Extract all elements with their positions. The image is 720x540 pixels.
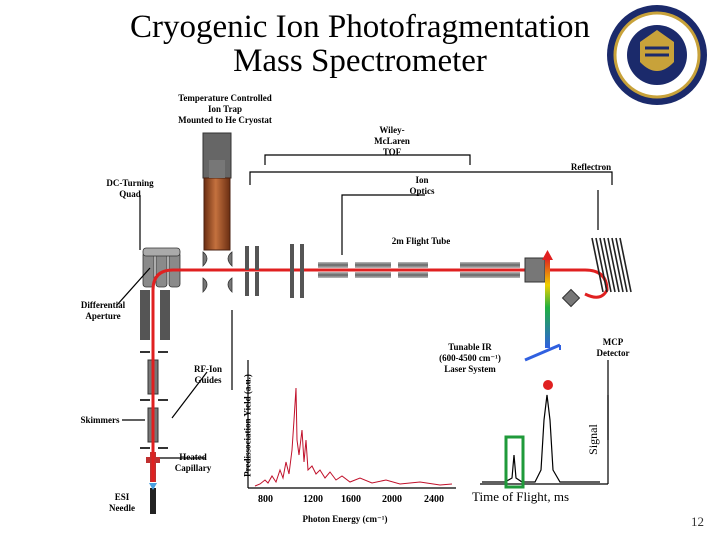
spectrum-tick-2400: 2400 [424,494,444,505]
label-heated-cap-line2: Capillary [174,463,212,473]
spectrum-trace [254,387,453,487]
label-reflectron: Reflectron [570,162,612,172]
label-ion-trap-line1: Temperature Controlled [178,93,272,103]
mcp-detector [561,288,581,308]
tof-plot [480,394,609,489]
label-mcp-line2: Detector [596,348,630,358]
label-ion-trap: Temperature Controlled Ion Trap Mounted … [165,93,285,126]
label-flight-tube: 2m Flight Tube [391,236,451,246]
label-ion-optics-line1: Ion [415,175,429,185]
spectrum-plot [247,360,456,489]
dc-turning-quad [142,247,181,288]
spectrum-tick-1200: 1200 [303,494,323,505]
label-rf-guides-line2: Guides [194,375,222,385]
page-number: 12 [691,514,704,529]
label-rf-ion-guides: RF-Ion Guides [185,364,231,386]
reflectron [591,237,632,293]
label-wiley-line2: McLaren [374,136,410,146]
label-wiley-line3: TOF [382,147,402,157]
title-line-1: Cryogenic Ion Photofragmentation [129,9,591,45]
label-dc-turning-quad: DC-Turning Quad [100,178,160,200]
title-line-2: Mass Spectrometer [233,43,487,79]
label-heated-capillary: Heated Capillary [170,452,216,474]
label-differential-aperture: Differential Aperture [68,300,138,322]
label-ion-trap-line2: Ion Trap [208,104,242,114]
label-esi-needle-line1: ESI [114,492,130,502]
ion-trap [202,251,233,293]
label-mcp-line1: MCP [602,337,624,347]
tof-x-label: Time of Flight, ms [472,489,570,504]
esi-needle [149,483,157,514]
tof-highlight [504,435,525,489]
label-esi-needle: ESI Needle [102,492,142,514]
laser-beam [524,250,561,362]
spectrum-x-label: Photon Energy (cm⁻¹) [302,514,388,524]
label-wiley-line1: Wiley- [379,125,405,135]
skimmers [140,351,168,449]
spectrum-tick-800: 800 [258,494,273,505]
leader-lines [116,154,613,459]
label-wiley: Wiley- McLaren TOF [362,125,422,158]
slide-title: Cryogenic Ion Photofragmentation Mass Sp… [100,10,620,78]
rf-ion-guides [140,290,170,443]
label-dc-turning-line2: Quad [119,189,141,199]
label-diff-aperture-line2: Aperture [85,311,121,321]
spectrum-tick-1600: 1600 [341,494,361,505]
afosr-logo [607,5,707,105]
cryostat-column [202,132,232,251]
spectrum-tick-2000: 2000 [382,494,402,505]
label-dc-turning-line1: DC-Turning [106,178,154,188]
tof-y-label: Signal [585,424,600,455]
label-tunable-ir-line3: Laser System [444,364,496,374]
label-tunable-ir: Tunable IR (600-4500 cm⁻¹) Laser System [420,342,520,375]
flight-tube [245,244,546,298]
label-tunable-ir-line2: (600-4500 cm⁻¹) [439,353,501,363]
label-ion-optics: Ion Optics [402,175,442,197]
spectrum-y-label: Predissociation Yield (a.u.) [242,374,253,477]
label-tunable-ir-line1: Tunable IR [448,342,492,352]
detector-dot [543,380,553,390]
tof-trace [482,394,600,483]
label-skimmers: Skimmers [80,415,120,425]
label-heated-cap-line1: Heated [179,452,207,462]
label-esi-needle-line2: Needle [109,503,135,513]
label-diff-aperture-line1: Differential [80,300,126,310]
label-mcp-detector: MCP Detector [588,337,638,359]
label-ion-trap-line3: Mounted to He Cryostat [178,115,272,125]
label-rf-guides-line1: RF-Ion [193,364,222,374]
label-ion-optics-line2: Optics [409,186,435,196]
